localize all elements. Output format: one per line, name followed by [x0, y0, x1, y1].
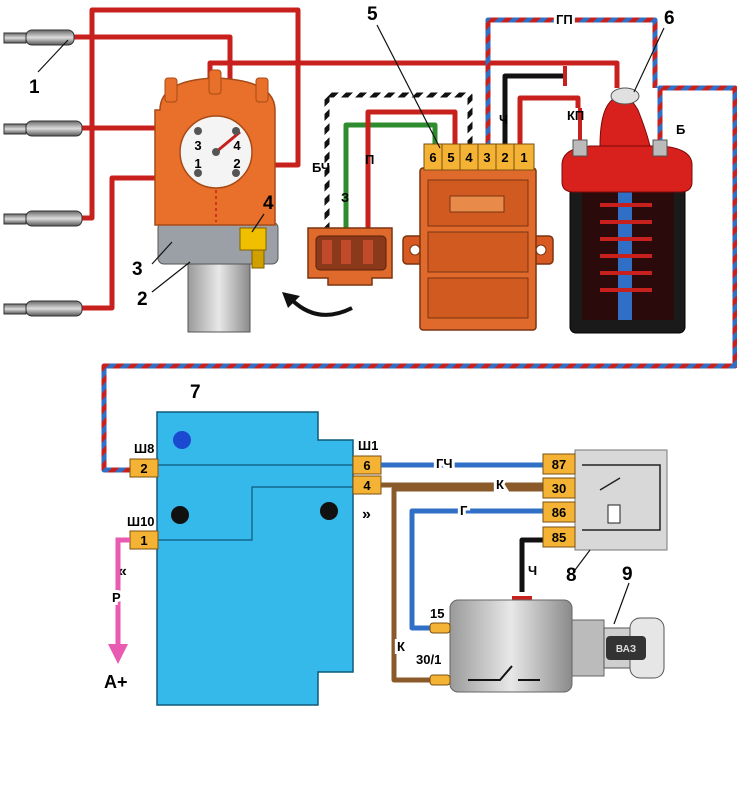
- connector-chevron-sh10: «: [118, 563, 127, 580]
- wire-label-gch: ГЧ: [436, 456, 453, 471]
- wire-b-to-ecu: [101, 85, 737, 473]
- hall-connector: [307, 227, 393, 286]
- wire-k-lower: [391, 486, 545, 683]
- wire-label-p: П: [365, 152, 374, 167]
- wire-kp: [517, 95, 581, 148]
- commutator-pin-2: 2: [501, 150, 508, 165]
- relay-pin-86: 86: [552, 505, 566, 520]
- ignition-key-brand: ВАЗ: [616, 644, 636, 655]
- wire-ch-ground: [519, 537, 545, 592]
- ecu-connector-sh8: 2: [129, 458, 159, 478]
- cap-terminal-1: 1: [194, 156, 201, 171]
- callout-5: 5: [367, 4, 378, 25]
- relay-pin-85: 85: [552, 530, 566, 545]
- ignition-switch: [429, 599, 665, 693]
- wire-label-gp: ГП: [556, 12, 573, 27]
- hall-connector-wires: [324, 92, 473, 232]
- label-sh1: Ш1: [358, 438, 378, 453]
- power-label: А+: [104, 672, 128, 692]
- wire-ch: [502, 73, 565, 148]
- ecu-connector-sh1: 6 4: [352, 455, 382, 495]
- cap-terminal-2: 2: [233, 156, 240, 171]
- ecu-sh8-pin: 2: [140, 461, 147, 476]
- ecu: [156, 411, 354, 706]
- switch-terminal-15: 15: [430, 606, 444, 621]
- wire-label-ch: Ч: [499, 112, 508, 127]
- commutator-wires: [485, 17, 658, 148]
- relay: 87 30 86 85: [542, 449, 668, 551]
- wire-label-r: Р: [112, 590, 121, 605]
- wire-z: [343, 122, 438, 232]
- wire-bch: [324, 92, 473, 232]
- ecu-sh1-pin-4: 4: [363, 478, 371, 493]
- label-sh10: Ш10: [127, 514, 155, 529]
- callout-4: 4: [263, 193, 274, 214]
- callout-3: 3: [132, 259, 143, 280]
- spark-plug-4: [3, 300, 83, 317]
- callout-6: 6: [664, 8, 675, 29]
- wire-label-g: Г: [460, 503, 468, 518]
- commutator-pin-5: 5: [447, 150, 454, 165]
- commutator-pin-3: 3: [483, 150, 490, 165]
- relay-pin-87: 87: [552, 457, 566, 472]
- power-wire: [108, 537, 130, 664]
- connect-arrow: [290, 298, 353, 317]
- wire-label-ch-relay: Ч: [528, 563, 537, 578]
- switch-terminal-30-1: 30/1: [416, 652, 441, 667]
- cap-terminal-3: 3: [194, 138, 201, 153]
- callout-7: 7: [190, 382, 201, 403]
- wire-label-b: Б: [676, 122, 685, 137]
- wire-p: [365, 109, 458, 232]
- wire-gp-comm: [485, 17, 658, 148]
- cap-terminal-4: 4: [233, 138, 241, 153]
- ignition-coil: [561, 87, 693, 334]
- spark-plug-1: [3, 29, 75, 46]
- commutator-pin-4: 4: [465, 150, 473, 165]
- distributor: 3 4 1 2: [154, 69, 279, 333]
- wire-g: [409, 508, 545, 631]
- lower-wires: [381, 462, 545, 683]
- hv-wire-plug3: [82, 7, 301, 221]
- ecu-sh1-pin-6: 6: [363, 458, 370, 473]
- callout-2: 2: [137, 289, 148, 310]
- red-blue-wires: [101, 85, 737, 473]
- wire-label-k-upper: К: [496, 477, 504, 492]
- spark-plug-3: [3, 210, 83, 227]
- callout-1: 1: [29, 77, 40, 98]
- distributor-shaft: [187, 261, 251, 333]
- label-sh8: Ш8: [134, 441, 154, 456]
- spark-plugs: [3, 29, 83, 317]
- callout-leaders: [37, 24, 665, 625]
- wire-label-kp: КП: [567, 108, 584, 123]
- callout-9: 9: [622, 564, 633, 585]
- commutator-pin-6: 6: [429, 150, 436, 165]
- ecu-sh10-pin: 1: [140, 533, 147, 548]
- connector-chevron-sh1: »: [362, 506, 371, 523]
- wire-label-k-lower: К: [397, 639, 405, 654]
- relay-pin-30: 30: [552, 481, 566, 496]
- commutator: 6 5 4 3 2 1: [402, 143, 554, 331]
- wire-label-z: З: [341, 190, 349, 205]
- connect-arrow-head: [282, 292, 300, 308]
- wire-label-bch: БЧ: [312, 160, 330, 175]
- commutator-pin-1: 1: [520, 150, 527, 165]
- spark-plug-2: [3, 120, 83, 137]
- hv-wire-plug4: [82, 175, 192, 311]
- callout-8: 8: [566, 565, 577, 586]
- ecu-connector-sh10: 1: [129, 530, 159, 550]
